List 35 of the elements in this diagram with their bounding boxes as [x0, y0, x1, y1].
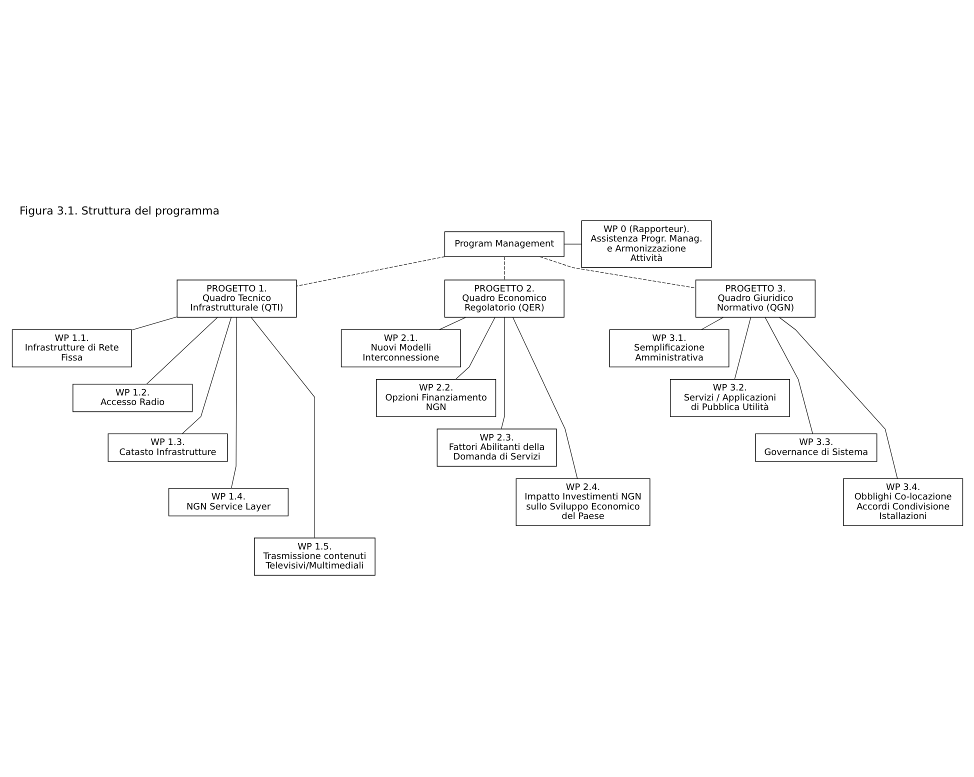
node-box: WP 2.4. Impatto Investimenti NGN sullo Sviluppo Economico del Paese — [515, 478, 650, 526]
connector — [438, 316, 466, 330]
node-box: WP 0 (Rapporteur). Assistenza Progr. Manag. e Armonizzazione Attività — [580, 220, 712, 268]
connector — [512, 316, 578, 478]
connector — [146, 316, 218, 384]
connector — [700, 316, 724, 330]
connector — [764, 316, 812, 434]
node-box: Program Management — [444, 230, 564, 256]
node-box: WP 2.3. Fattori Abilitanti della Domanda di Servizi — [436, 428, 556, 466]
diagram-title: Figura 3.1. Struttura del programma — [19, 204, 219, 217]
node-box: WP 3.1. Semplificazione Amministrativa — [608, 328, 729, 367]
node-box: PROGETTO 2. Quadro Economico Regolatorio (QER) — [444, 279, 564, 318]
connector — [563, 243, 582, 244]
node-box: WP 1.5. Trasmissione contenuti Televisivi/Multimediali — [254, 537, 375, 576]
node-box: WP 1.1. Infrastrutture di Rete Fissa — [11, 328, 132, 367]
connector — [500, 316, 504, 429]
node-box: WP 1.4. NGN Service Layer — [168, 487, 288, 516]
connector — [734, 316, 751, 379]
node-box: WP 3.2. Servizi / Applicazioni di Pubblica Utilità — [669, 378, 790, 416]
node-box: PROGETTO 1. Quadro Tecnico Infrastrutturale (QTI) — [176, 279, 296, 318]
connector — [538, 256, 696, 288]
connector — [181, 316, 232, 434]
connector — [130, 316, 177, 330]
connector — [230, 316, 237, 488]
connector — [454, 316, 495, 380]
node-box: PROGETTO 3. Quadro Giuridico Normativo (QGN) — [694, 279, 815, 318]
node-box: WP 1.3. Catasto Infrastrutture — [107, 432, 228, 462]
node-box: WP 2.2. Opzioni Finanziamento NGN — [376, 378, 496, 416]
node-box: WP 3.4. Obblighi Co-locazione Accordi Condivisione Istallazioni — [842, 478, 963, 526]
node-box: WP 1.2. Accesso Radio — [72, 383, 192, 412]
connector — [778, 316, 898, 478]
node-box: WP 2.1. Nuovi Modelli Interconnessione — [340, 328, 460, 367]
connector — [250, 316, 315, 538]
connector — [296, 256, 445, 286]
node-box: WP 3.3. Governance di Sistema — [754, 432, 877, 462]
